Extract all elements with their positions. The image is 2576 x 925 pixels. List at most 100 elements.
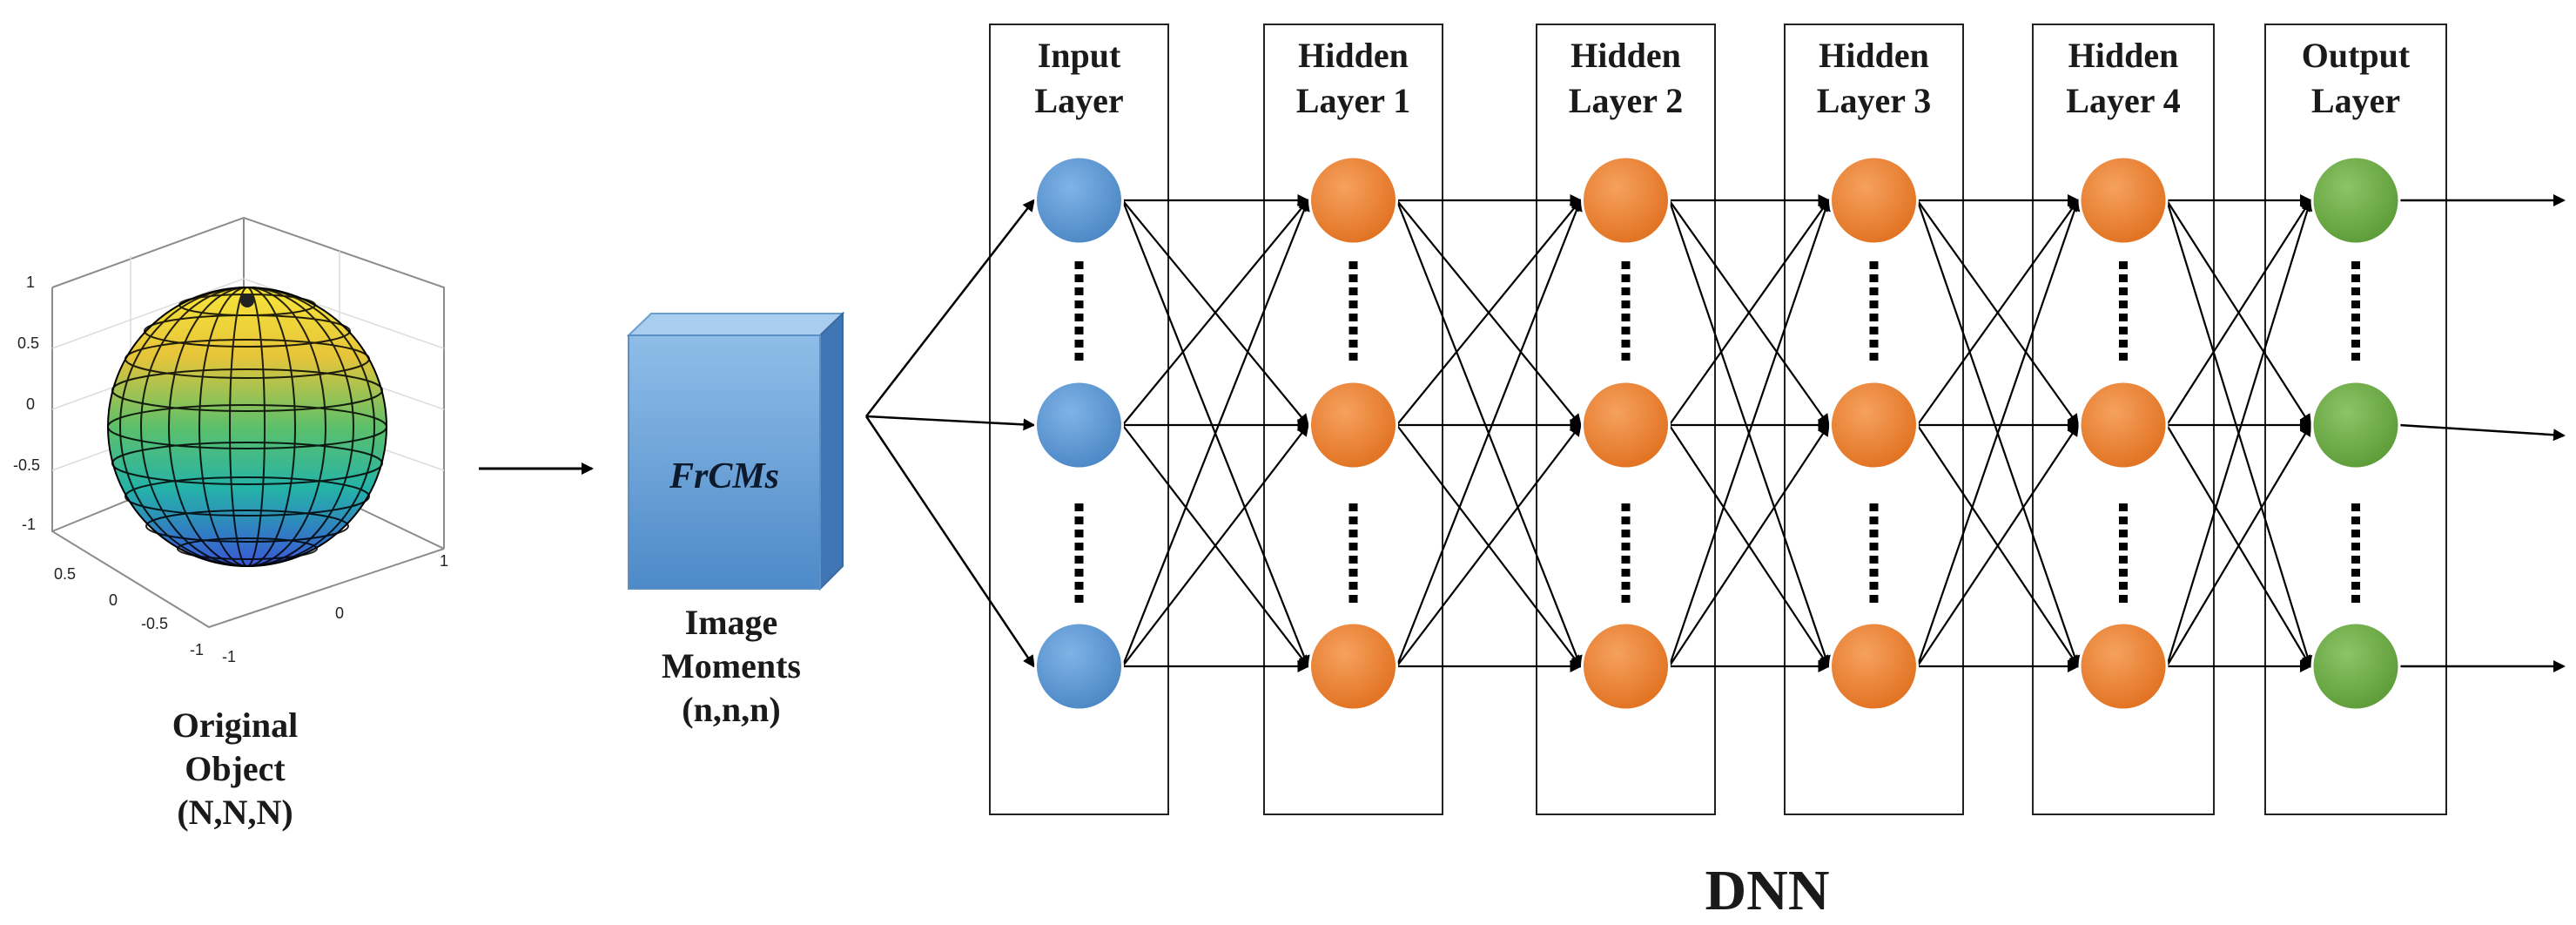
ellipsis-dot [2119,556,2128,564]
ellipsis-dot [1349,517,1358,524]
input-connection [865,415,1036,431]
ellipsis-dot [2351,327,2360,334]
x-tick: 0 [109,591,118,609]
ellipsis-dot [1074,503,1084,511]
ellipsis-dot [2351,353,2360,361]
frcms-label: FrCMs [669,456,779,496]
ellipsis-dot [1074,287,1084,295]
ellipsis-dot [1349,274,1358,282]
neuron [1829,380,1919,470]
layer-box [1536,24,1716,815]
ellipsis-dot [1621,261,1631,269]
ellipsis-dot [2119,261,2128,269]
layer-box [989,24,1169,815]
layer-box [1263,24,1443,815]
ellipsis-dot [1621,314,1631,321]
ellipsis-dot [1074,569,1084,577]
ellipsis-dot [1074,274,1084,282]
ellipsis-dot [1621,556,1631,564]
ellipsis-dot [2351,261,2360,269]
layer-connection [1396,199,1583,667]
ellipsis-dot [1621,569,1631,577]
ellipsis-dot [1621,340,1631,348]
ellipsis-dot [1349,569,1358,577]
layer-box [2264,24,2447,815]
caption-line: (N,N,N) [177,793,293,832]
ellipsis-dot [1349,556,1358,564]
neuron [1034,621,1124,712]
ellipsis-dot [2119,517,2128,524]
ellipsis-dot [1349,327,1358,334]
ellipsis-dot [2119,582,2128,590]
ellipsis-dot [1074,327,1084,334]
ellipsis-dot [1621,300,1631,308]
ellipsis-dot [1074,517,1084,524]
ellipsis-dot [2119,300,2128,308]
x-tick: 0.5 [54,565,76,583]
layer-connection [1668,199,1832,667]
ellipsis-dot [1621,287,1631,295]
ellipsis-dot [1074,300,1084,308]
layer-title-line: Layer [1034,81,1124,120]
ellipsis-dot [2119,327,2128,334]
layer-title-line: Layer 4 [2066,81,2181,120]
layer-title-line: Input [1037,36,1121,75]
z-tick: -0.5 [13,456,40,474]
ellipsis-dot [1869,569,1879,577]
ellipsis-dot [1869,530,1879,537]
layer-connection [1396,423,1582,667]
z-tick: 0.5 [17,334,39,352]
ellipsis-dot [2351,340,2360,348]
ellipsis-dot [1349,530,1358,537]
neuron [2310,380,2401,470]
ellipsis-dot [1869,556,1879,564]
ellipsis-dot [1349,543,1358,550]
ellipsis-dots [1074,261,2360,603]
ellipsis-dot [1869,340,1879,348]
ellipsis-dot [1869,503,1879,511]
ellipsis-dot [1349,582,1358,590]
dnn-label: DNN [1705,859,1830,922]
original-object-caption: Original Object (N,N,N) [122,704,348,834]
input-connection [864,415,1035,668]
ellipsis-dot [2351,517,2360,524]
neuron [1308,621,1398,712]
ellipsis-dot [2351,556,2360,564]
ellipsis-dot [1869,300,1879,308]
y-tick: 0 [335,604,344,622]
neuron [1034,155,1124,246]
layer-box [2032,24,2215,815]
neuron [2078,621,2169,712]
ellipsis-dot [2119,530,2128,537]
layer-connection [1668,423,1830,667]
x-tick: -1 [190,641,204,658]
neuron [1581,621,1671,712]
ellipsis-dot [2351,287,2360,295]
layer-connection [2166,199,2312,426]
ellipsis-dot [1869,261,1879,269]
ellipsis-dot [1869,543,1879,550]
y-tick: 1 [440,552,448,570]
ellipsis-dot [1074,556,1084,564]
ellipsis-dot [1074,353,1084,361]
layer-title-line: Layer [2310,81,2401,120]
ellipsis-dot [1349,314,1358,321]
ellipsis-dot [2119,353,2128,361]
ellipsis-dot [2119,595,2128,603]
layer-title-line: Layer 1 [1295,81,1411,120]
ellipsis-dot [1349,595,1358,603]
ellipsis-dot [1349,503,1358,511]
caption-line: Original [172,706,299,745]
ellipsis-dot [1869,327,1879,334]
ellipsis-dot [2119,503,2128,511]
caption-line: Image [684,603,778,642]
sphere-surface [107,287,387,567]
neuron [2310,621,2401,712]
ellipsis-dot [1869,287,1879,295]
ellipsis-dot [1621,274,1631,282]
ellipsis-dot [1869,582,1879,590]
z-tick: -1 [22,516,36,533]
z-tick: 0 [26,395,35,413]
